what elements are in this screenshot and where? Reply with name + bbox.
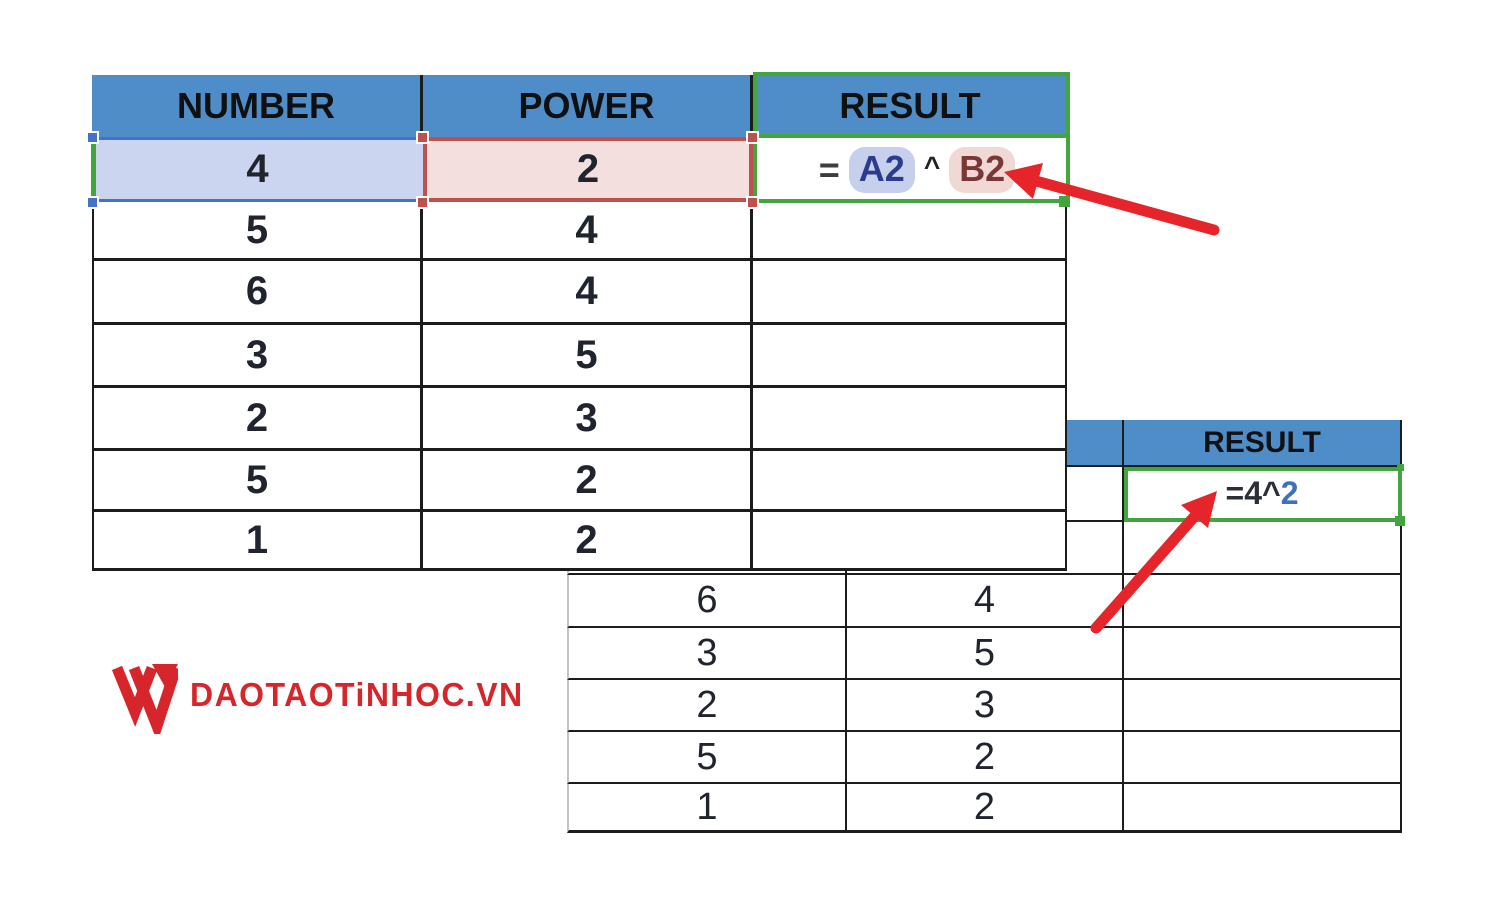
cell[interactable]: 4 — [423, 202, 753, 261]
overlay-cell[interactable] — [1124, 522, 1402, 575]
cell[interactable] — [753, 388, 1067, 451]
overlay-cell[interactable]: 4 — [847, 575, 1124, 628]
daotaotinhoc-logo-icon — [112, 664, 178, 734]
cell[interactable]: 4 — [423, 261, 753, 325]
overlay-cell[interactable] — [1124, 784, 1402, 833]
cell[interactable] — [753, 202, 1067, 261]
cell-a2[interactable]: 4 — [92, 137, 423, 202]
b2-reference-border — [423, 137, 753, 202]
a2-reference-border — [91, 137, 424, 202]
cell[interactable]: 2 — [423, 512, 753, 571]
a2-handle-top-left[interactable] — [86, 131, 99, 144]
cell[interactable] — [753, 512, 1067, 571]
header-power: POWER — [423, 75, 753, 137]
overlay-cell[interactable]: 6 — [567, 575, 847, 628]
overlay-cell[interactable]: 2 — [847, 732, 1124, 784]
overlay-cell[interactable]: 5 — [567, 732, 847, 784]
overlay-cell[interactable]: 3 — [567, 628, 847, 680]
overlay-header-result: RESULT — [1124, 420, 1402, 467]
cell[interactable]: 2 — [423, 451, 753, 512]
b2-handle-top-right[interactable] — [746, 131, 759, 144]
result-fill-handle[interactable] — [1059, 196, 1070, 207]
cell[interactable]: 2 — [92, 388, 423, 451]
cell[interactable]: 6 — [92, 261, 423, 325]
header-number: NUMBER — [92, 75, 423, 137]
main-spreadsheet: NUMBER POWER RESULT 4 2 = A2 ^ B2 5 4 6 … — [86, 72, 1070, 571]
cell[interactable] — [753, 451, 1067, 512]
formula-equals: = — [818, 148, 840, 190]
result-selection-divider — [757, 134, 1066, 138]
cell[interactable]: 5 — [92, 451, 423, 512]
daotaotinhoc-logo-text: DAOTAOTiNHOC.VN — [190, 676, 524, 713]
b2-handle-top-left[interactable] — [416, 131, 429, 144]
formula-caret: ^ — [923, 150, 941, 182]
cell[interactable]: 1 — [92, 512, 423, 571]
formula-ref-a2: A2 — [848, 146, 915, 193]
overlay-cell[interactable] — [1124, 680, 1402, 732]
overlay-cell[interactable]: 5 — [847, 628, 1124, 680]
overlay-cell[interactable] — [1124, 628, 1402, 680]
overlay-cell[interactable] — [1124, 575, 1402, 628]
b2-handle-bottom-left[interactable] — [416, 196, 429, 209]
overlay-formula-exponent: 2 — [1280, 475, 1299, 511]
cell[interactable] — [753, 261, 1067, 325]
cell-b2[interactable]: 2 — [423, 137, 753, 202]
overlay-fill-handle[interactable] — [1395, 516, 1405, 526]
overlay-selection-notch — [1397, 464, 1404, 471]
overlay-formula-prefix: =4^ — [1225, 475, 1281, 511]
header-result: RESULT — [753, 75, 1067, 137]
overlay-cell[interactable]: 2 — [567, 680, 847, 732]
overlay-cell[interactable]: 2 — [847, 784, 1124, 833]
a2-left-green-edge — [91, 137, 96, 202]
cell[interactable]: 5 — [92, 202, 423, 261]
overlay-cell[interactable]: 3 — [847, 680, 1124, 732]
b2-handle-bottom-right[interactable] — [746, 196, 759, 209]
cell[interactable] — [753, 325, 1067, 388]
cell[interactable]: 3 — [423, 388, 753, 451]
cell[interactable]: 3 — [92, 325, 423, 388]
a2-handle-bottom-left[interactable] — [86, 196, 99, 209]
cell[interactable]: 5 — [423, 325, 753, 388]
overlay-cell[interactable]: 1 — [567, 784, 847, 833]
overlay-selected-cell-border — [1124, 467, 1402, 522]
overlay-cell[interactable] — [1124, 732, 1402, 784]
